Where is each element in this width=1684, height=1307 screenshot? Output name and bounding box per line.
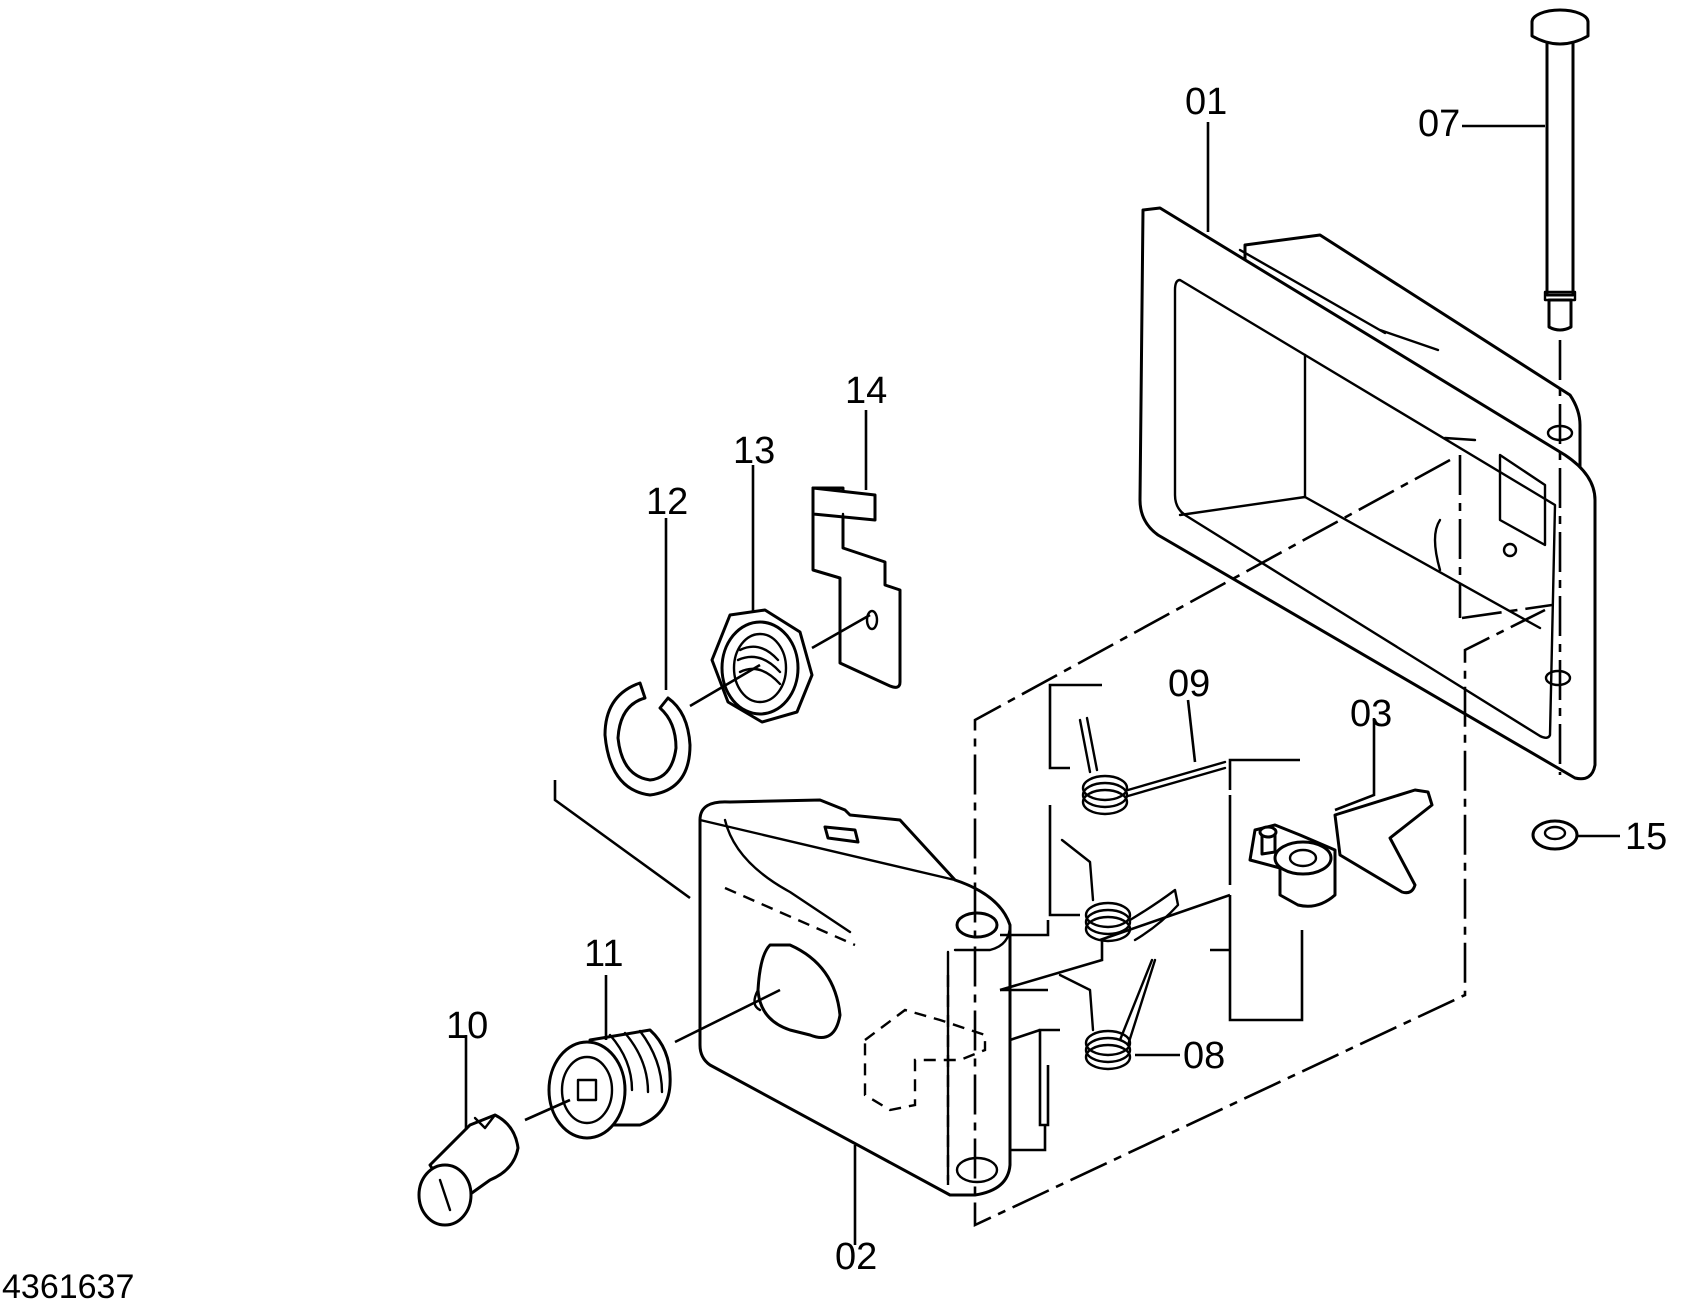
- callout-03: 03: [1350, 693, 1393, 735]
- e-clip-15: [1531, 819, 1579, 851]
- callout-leaders: [464, 122, 1620, 1245]
- callout-15: 15: [1625, 816, 1668, 858]
- pin-07: [1530, 8, 1590, 775]
- lever-03: [1248, 788, 1434, 908]
- lock-body-02: [698, 798, 1012, 1197]
- assembly-center-lines: [524, 455, 1553, 1228]
- callout-02: 02: [835, 1236, 878, 1278]
- threaded-bushing-11: [547, 1028, 672, 1140]
- callout-11: 11: [584, 933, 624, 975]
- cam-plate-14: [811, 486, 902, 689]
- lock-cylinder-10: [417, 1113, 520, 1227]
- retaining-ring-12: [603, 681, 692, 797]
- drawing-number: 4361637: [2, 1268, 135, 1306]
- callout-01: 01: [1185, 81, 1228, 123]
- callout-10: 10: [446, 1005, 489, 1047]
- callout-14: 14: [845, 370, 888, 412]
- hex-nut-13: [710, 608, 814, 724]
- housing-01: [1138, 206, 1597, 781]
- torsion-spring-09: [1078, 716, 1227, 816]
- callout-08: 08: [1183, 1035, 1226, 1077]
- callout-13: 13: [733, 430, 776, 472]
- callout-12: 12: [646, 481, 689, 523]
- torsion-spring-08: [1058, 838, 1180, 1071]
- callout-07: 07: [1418, 103, 1461, 145]
- callout-09: 09: [1168, 663, 1211, 705]
